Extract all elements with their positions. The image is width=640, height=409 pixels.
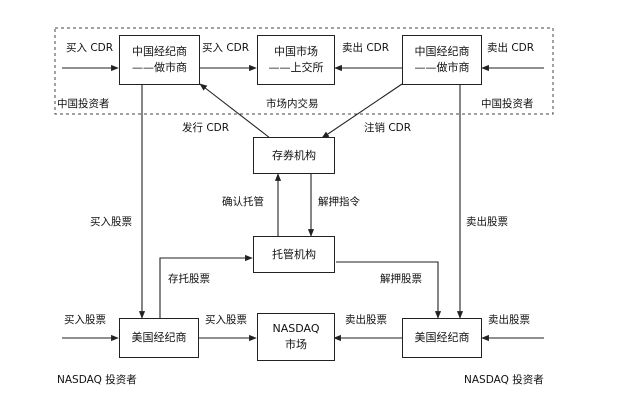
box-line: 中国经纪商 bbox=[414, 45, 470, 58]
box-line: ——上交所 bbox=[268, 61, 324, 74]
label-buy-stock-mid: 买入股票 bbox=[205, 314, 247, 326]
label-cancel-cdr: 注销 CDR bbox=[364, 122, 412, 134]
us-broker-left-box: 美国经纪商 bbox=[119, 318, 199, 358]
box-line: 市场 bbox=[285, 338, 307, 351]
box-line: 托管机构 bbox=[272, 247, 316, 261]
custodian-box: 托管机构 bbox=[253, 236, 335, 273]
label-market-internal: 市场内交易 bbox=[266, 98, 319, 110]
box-line: 美国经纪商 bbox=[131, 331, 187, 344]
label-buy-cdr-in: 买入 CDR bbox=[66, 42, 114, 54]
box-line: 存券机构 bbox=[272, 148, 316, 162]
arrow-cancel-cdr bbox=[321, 83, 403, 139]
china-region-border bbox=[54, 27, 554, 115]
label-confirm-custody: 确认托管 bbox=[222, 196, 264, 208]
arrow-deposit-stock bbox=[159, 254, 253, 318]
china-market-box: 中国市场 ——上交所 bbox=[257, 35, 335, 85]
box-line: ——做市商 bbox=[132, 61, 187, 74]
label-release-stock: 解押股票 bbox=[380, 273, 422, 285]
box-line: NASDAQ bbox=[272, 322, 320, 335]
label-cn-investor-left: 中国投资者 bbox=[57, 98, 110, 110]
label-sell-cdr-mid: 卖出 CDR bbox=[342, 42, 390, 54]
box-line: 中国市场 bbox=[274, 45, 318, 58]
label-buy-stock-left: 买入股票 bbox=[90, 216, 132, 228]
label-sell-stock-mid: 卖出股票 bbox=[345, 314, 387, 326]
box-line: 美国经纪商 bbox=[414, 331, 470, 344]
label-cn-investor-right: 中国投资者 bbox=[481, 98, 534, 110]
china-dealer-right-box: 中国经纪商 ——做市商 bbox=[402, 35, 482, 85]
label-nasdaq-investor-right: NASDAQ 投资者 bbox=[464, 374, 544, 386]
label-release-instruction: 解押指令 bbox=[318, 196, 360, 208]
us-broker-right-box: 美国经纪商 bbox=[402, 318, 482, 358]
label-sell-stock-in: 卖出股票 bbox=[488, 314, 530, 326]
nasdaq-market-box: NASDAQ 市场 bbox=[257, 313, 335, 361]
depository-box: 存券机构 bbox=[253, 137, 335, 174]
label-sell-stock-right: 卖出股票 bbox=[466, 216, 508, 228]
label-deposit-stock: 存托股票 bbox=[168, 273, 210, 285]
label-buy-stock-in: 买入股票 bbox=[64, 314, 106, 326]
label-nasdaq-investor-left: NASDAQ 投资者 bbox=[57, 374, 137, 386]
label-sell-cdr-in: 卖出 CDR bbox=[487, 42, 535, 54]
box-line: ——做市商 bbox=[414, 61, 470, 74]
label-buy-cdr-mid: 买入 CDR bbox=[202, 42, 250, 54]
arrow-issue-cdr bbox=[199, 83, 271, 139]
box-line: 中国经纪商 bbox=[132, 45, 187, 58]
label-issue-cdr: 发行 CDR bbox=[182, 122, 230, 134]
arrow-release-stock bbox=[336, 261, 442, 319]
china-dealer-left-box: 中国经纪商 ——做市商 bbox=[119, 35, 200, 85]
